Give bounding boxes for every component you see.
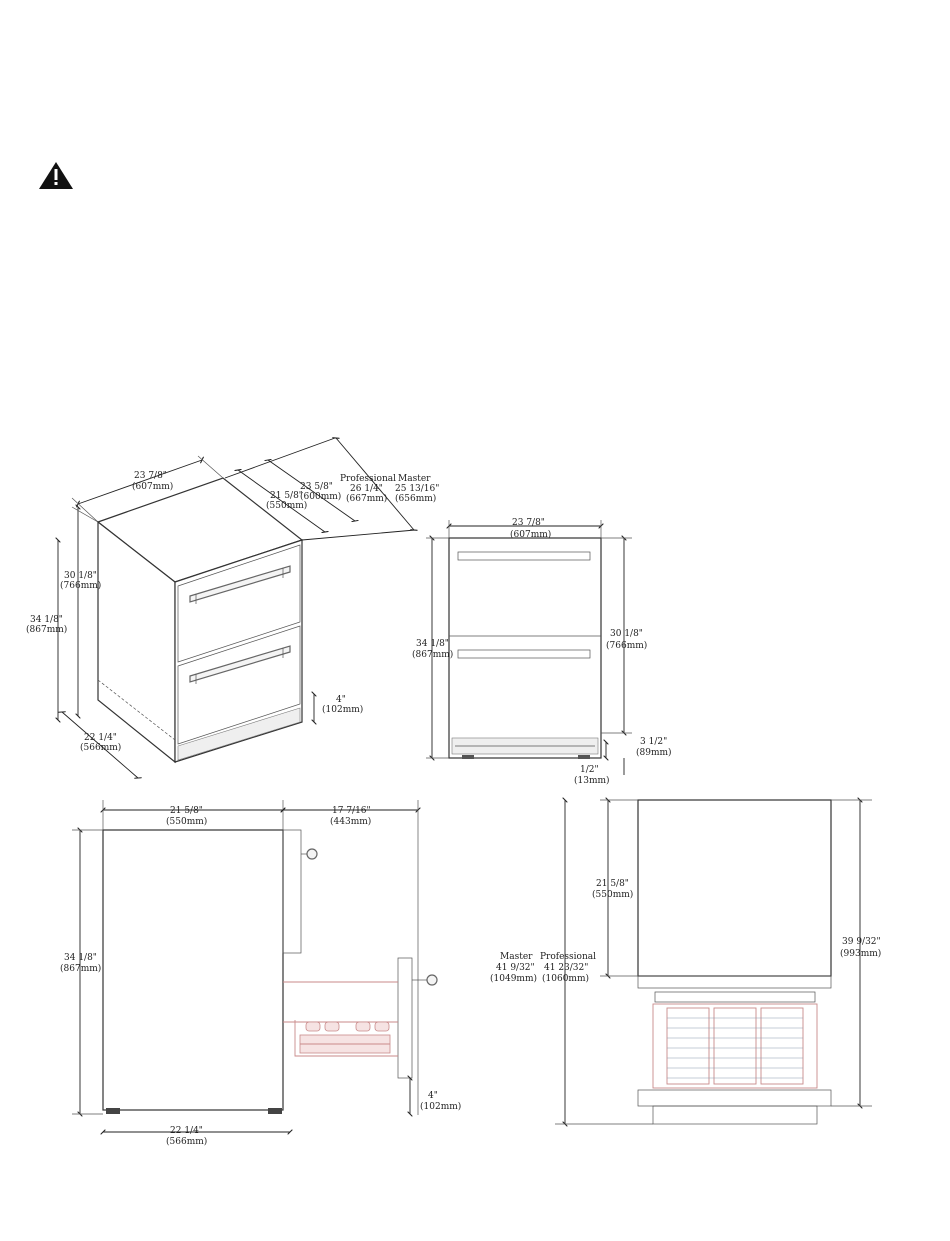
top-depth-mm: (550mm) [592, 889, 633, 900]
top-open-in: 39 9/32" [842, 937, 881, 947]
front-h-total-mm: (867mm) [412, 649, 453, 660]
side-bottom-in: 22 1/4" [170, 1126, 203, 1136]
iso-depth-a-mm: (550mm) [266, 500, 307, 511]
iso-depth-b-in: 23 5/8" [300, 482, 333, 492]
front-leg-in: 1/2" [580, 765, 599, 775]
iso-bottom-in: 22 1/4" [84, 733, 117, 743]
front-kick-mm: (89mm) [636, 747, 672, 758]
side-height-in: 34 1/8" [64, 953, 97, 963]
iso-width-mm: (607mm) [132, 481, 173, 492]
iso-prof-mm: (667mm) [346, 493, 387, 504]
top-master-label: Master [500, 952, 533, 962]
side-view: 21 5/8" (550mm) 17 7/16" (443mm) 34 1/8"… [60, 800, 461, 1147]
side-toe-mm: (102mm) [420, 1101, 461, 1112]
side-depth-mm: (550mm) [166, 816, 207, 827]
iso-h-cab-mm: (766mm) [60, 580, 101, 591]
iso-width-in: 23 7/8" [134, 471, 167, 481]
front-h-cab-mm: (766mm) [606, 640, 647, 651]
top-master-mm: (1049mm) [490, 973, 537, 984]
warning-triangle-icon [39, 162, 73, 189]
top-view: 21 5/8" (550mm) Master 41 9/32" (1049mm)… [490, 800, 881, 1124]
top-prof-label: Professional [540, 952, 596, 962]
iso-master-in: 25 13/16" [395, 484, 439, 494]
iso-bottom-mm: (566mm) [80, 742, 121, 753]
front-width-in: 23 7/8" [512, 518, 545, 528]
front-h-cab-in: 30 1/8" [610, 629, 643, 639]
top-prof-mm: (1060mm) [542, 973, 589, 984]
iso-prof-in: 26 1/4" [350, 484, 383, 494]
isometric-view: 23 7/8" (607mm) 21 5/8" (550mm) 23 5/8" … [26, 438, 439, 778]
iso-toe-mm: (102mm) [322, 704, 363, 715]
iso-master-label: Master [398, 474, 431, 484]
top-prof-in: 41 23/32" [544, 963, 588, 973]
iso-h-cab-in: 30 1/8" [64, 571, 97, 581]
front-kick-in: 3 1/2" [640, 737, 667, 747]
front-h-total-in: 34 1/8" [416, 639, 449, 649]
iso-toe-in: 4" [336, 695, 346, 705]
side-height-mm: (867mm) [60, 963, 101, 974]
front-leg-mm: (13mm) [574, 775, 610, 786]
side-ext-in: 17 7/16" [332, 806, 371, 816]
side-ext-mm: (443mm) [330, 816, 371, 827]
iso-master-mm: (656mm) [395, 493, 436, 504]
top-master-in: 41 9/32" [496, 963, 535, 973]
iso-prof-label: Professional [340, 474, 396, 484]
iso-depth-b-mm: (600mm) [300, 491, 341, 502]
top-open-mm: (993mm) [840, 948, 881, 959]
iso-h-total-mm: (867mm) [26, 624, 67, 635]
front-width-mm: (607mm) [510, 529, 551, 540]
front-view: 23 7/8" (607mm) 34 1/8" (867mm) 30 1/8" … [412, 518, 672, 786]
iso-depth-a-in: 21 5/8" [270, 491, 303, 501]
side-bottom-mm: (566mm) [166, 1136, 207, 1147]
top-depth-in: 21 5/8" [596, 879, 629, 889]
iso-h-total-in: 34 1/8" [30, 615, 63, 625]
side-toe-in: 4" [428, 1091, 438, 1101]
side-depth-in: 21 5/8" [170, 806, 203, 816]
